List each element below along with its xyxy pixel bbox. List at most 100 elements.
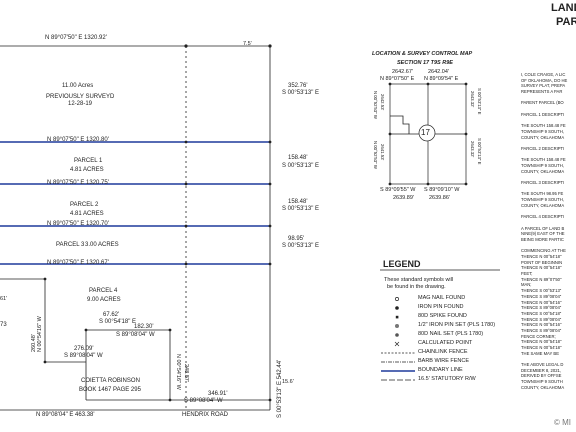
- east-call-4-distance: 98.95': [288, 236, 305, 242]
- tract-label: PREVIOUSLY SURVEYD: [46, 94, 115, 100]
- legal-description-line: TOWNSHIP 9 SOUTH,: [521, 128, 564, 134]
- lot-b-bearing: S 89°08'04" W: [116, 332, 155, 338]
- vert-mid-bearing: N 00°54'16" W: [175, 354, 181, 390]
- legal-description-line: COUNTY, OKLAHOMA: [521, 202, 565, 208]
- parcel-line-4-bearing: N 89°07'50" E 1320.67': [47, 260, 109, 266]
- lot-c-bearing: S 89°08'04" W: [64, 353, 103, 359]
- legal-description-line: POINT OF BEGINNIN: [521, 259, 563, 265]
- north-offset: 7.5': [243, 41, 252, 47]
- east-call-2-bearing: S 00°53'13" E: [282, 163, 320, 169]
- map-right-lower-dist: 2643.32': [470, 141, 475, 158]
- legal-description-line: TOWNSHIP 9 SOUTH,: [521, 197, 564, 203]
- legal-description-line: THENCE S 00°53'13": [521, 288, 562, 294]
- legal-description-line: REPRESENTS A PAR: [521, 89, 563, 95]
- legend-item-nail-set: 80D NAIL SET (PLS 1780): [418, 331, 484, 337]
- map-top-left-bearing: N 89°07'50" E: [380, 76, 415, 82]
- legal-description-line: THENCE N 00°54'18": [521, 265, 562, 271]
- legal-description-line: THE SOUTH 158.48 FE: [521, 123, 566, 129]
- lot-a-distance: 67.62': [103, 312, 120, 318]
- vert-left-bearing: N 00°54'16" W: [37, 316, 43, 352]
- iron-pin-found-icon: [395, 306, 399, 310]
- south-bearing: N 89°08'04" E 463.38': [36, 412, 95, 418]
- legal-description-line: THENCE S 89°08'04": [521, 293, 562, 299]
- map-left-upper-dist: 2642.53': [380, 94, 385, 111]
- legal-description-line: PARCEL 4 DESCRIPTI: [521, 214, 565, 220]
- legal-description-line: PARCEL 2 DESCRIPTI: [521, 145, 565, 151]
- map-bottom-right-bearing: S 89°09'10" W: [424, 187, 460, 193]
- vert-mid-dist: 248.87': [183, 364, 189, 382]
- legend-intro-1: These standard symbols will: [384, 277, 454, 283]
- legend-item-boundary-line: BOUNDARY LINE: [418, 367, 463, 373]
- bottom-call-distance: 346.91': [208, 391, 228, 397]
- parcel-2-name: PARCEL 2: [70, 202, 99, 208]
- location-map-subtitle: SECTION 17 T9S R9E: [397, 60, 453, 66]
- legal-description-line: FEET;: [521, 271, 533, 277]
- east-long-bearing: S 00°53'13" E 542.44': [277, 359, 283, 418]
- legal-description-line: BEING MORE PARTIC: [521, 236, 564, 242]
- parcel-line-3-bearing: N 89°07'50" E 1320.70': [47, 221, 109, 227]
- map-right-lower-bearing: S 00°53'13" E: [477, 138, 482, 165]
- parcel-1-acres: 4.81 ACRES: [70, 167, 104, 173]
- legend-item-calculated-point: CALCULATED POINT: [418, 340, 473, 346]
- legal-description-line: THE ABOVE LEGAL D: [521, 362, 564, 368]
- lot-a-bearing: S 00°54'18" E: [99, 319, 137, 325]
- parcel-4-name: PARCEL 4: [89, 288, 118, 294]
- legal-description-line: PARENT PARCEL (BO: [521, 100, 564, 106]
- legend-item-mag-nail: MAG NAIL FOUND: [418, 295, 466, 301]
- legend-item-iron-pin-set: 1/2" IRON PIN SET (PLS 1780): [418, 322, 496, 328]
- legal-description-line: PARCEL 3 DESCRIPTI: [521, 180, 565, 186]
- owner-name: COIETTA ROBINSON: [81, 378, 140, 384]
- legal-description-line: NINE(9) EAST OF THE: [521, 231, 565, 237]
- legal-description-line: THENCE N 00°54'18": [521, 254, 562, 259]
- legend-item-chainlink-fence: CHAINLINK FENCE: [418, 349, 468, 355]
- parcel-4-acres: 9.00 ACRES: [87, 297, 121, 303]
- map-top-left-dist: 2642.67': [392, 69, 413, 75]
- owner-book: BOOK 1467 PAGE 295: [79, 387, 141, 393]
- road-name: HENDRIX ROAD: [182, 412, 229, 418]
- legend-item-iron-pin-found: IRON PIN FOUND: [418, 304, 464, 310]
- legal-description-line: COMMENCING AT THE: [521, 248, 566, 254]
- map-bottom-right-dist: 2639.86': [429, 195, 450, 201]
- frag-73: 73: [0, 322, 7, 328]
- spike-found-icon: [395, 315, 399, 319]
- legal-description-line: COUNTY, OKLAHOMA: [521, 134, 565, 140]
- legal-description-line: DERIVED BY OFFSE: [521, 373, 562, 379]
- legend-item-statutory-row: 16.5' STATUTORY R/W: [418, 376, 476, 382]
- lot-b-distance: 182.30': [134, 324, 154, 330]
- legal-description-line: THENCE N 00°54'16": [521, 322, 562, 328]
- legend-intro-2: be found in the drawing.: [387, 284, 446, 290]
- legal-description-line: OF OKLAHOMA, DO HE: [521, 77, 568, 83]
- map-right-upper-dist: 2643.32': [470, 91, 475, 108]
- location-map-title: LOCATION & SURVEY CONTROL MAP: [372, 51, 473, 57]
- parcel-line-1-bearing: N 89°07'50" E 1320.80': [47, 137, 109, 143]
- watermark: © MI: [554, 418, 572, 427]
- legend-symbols: [381, 297, 415, 381]
- map-right-upper-bearing: S 00°53'13" E: [477, 88, 482, 115]
- legend-title: LEGEND: [383, 259, 421, 269]
- map-top-right-bearing: N 89°09'54" E: [424, 76, 459, 82]
- legend-item-barb-wire-fence: BARB WIRE FENCE: [418, 358, 470, 364]
- mag-nail-icon: [395, 297, 399, 301]
- legal-description-line: A PARCEL OF LAND B: [521, 225, 565, 231]
- legal-description-line: THENCE N 00°54'16": [521, 299, 562, 305]
- parcel-line-2-bearing: N 89°07'50" E 1320.75': [47, 180, 109, 186]
- legal-description-line: THENCE S 89°08'04": [521, 327, 562, 333]
- map-bottom-left-bearing: S 89°09'55" W: [380, 187, 416, 193]
- legal-description-line: PARCEL 1 DESCRIPTI: [521, 111, 565, 117]
- east-call-1-distance: 352.76': [288, 83, 308, 89]
- east-call-3-distance: 158.48': [288, 199, 308, 205]
- tract-acres: 11.00 Acres: [62, 83, 94, 89]
- legal-description-line: SURVEY PLAT, PREPA: [521, 83, 566, 89]
- lot-c-distance: 276.09': [74, 346, 94, 352]
- legal-description-line: THENCE N 00°54'18": [521, 345, 562, 350]
- bottom-call-bearing: S 89°08'04" W: [184, 398, 223, 404]
- map-left-lower-bearing: N 00°52'53" W: [373, 141, 378, 169]
- legal-description-line: TOWNSHIP 9 SOUTH,: [521, 163, 564, 168]
- map-top-right-dist: 2642.04': [428, 69, 449, 75]
- east-call-1-bearing: S 00°53'13" E: [282, 90, 320, 96]
- legal-description-line: THENCE S 89°08'04": [521, 316, 562, 322]
- parcel-3-name: PARCEL 3: [56, 242, 85, 248]
- bottom-offset: 15.6': [282, 379, 294, 385]
